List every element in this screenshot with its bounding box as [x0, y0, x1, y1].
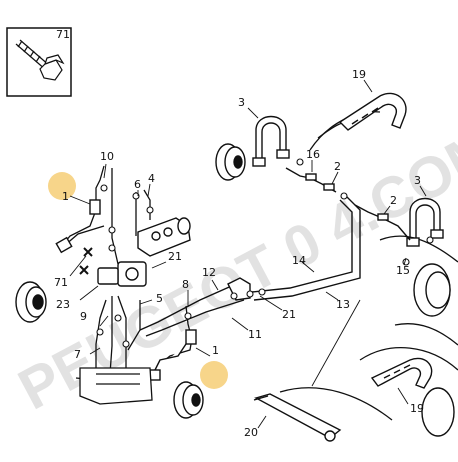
x-marks	[79, 247, 93, 275]
callout-14: 14	[292, 254, 306, 267]
tie-rod-20	[253, 393, 342, 442]
bolt-icon	[15, 39, 65, 81]
callout-23: 23	[56, 298, 70, 311]
pipe-13-14	[251, 195, 361, 301]
callout-5: 5	[156, 292, 163, 305]
callout-6: 6	[134, 178, 141, 191]
pipe-16-top	[285, 167, 337, 193]
callout-2-top: 2	[334, 160, 341, 173]
callout-71: 71	[54, 276, 68, 289]
leader-lines	[69, 79, 427, 429]
callout-1-right: 1	[212, 344, 219, 357]
brake-disc-right-lower	[421, 387, 455, 437]
brake-disc-top	[215, 143, 246, 181]
callouts: 1 1 2 2 3 3 4 5 6 7 8 9 10 11 12 13 14 1…	[54, 68, 424, 439]
valve-block	[97, 261, 147, 287]
pipe-clips	[96, 158, 434, 348]
callout-19-bottom: 19	[410, 402, 424, 415]
pipe-2-right	[354, 204, 411, 241]
brake-disc-left	[15, 281, 47, 323]
callout-13: 13	[336, 298, 350, 311]
brake-disc-right	[413, 263, 451, 317]
callout-3-top: 3	[238, 96, 245, 109]
callout-10: 10	[100, 150, 114, 163]
highlight-dot-right	[200, 361, 228, 389]
callout-9: 9	[80, 310, 87, 323]
hose-3-top	[252, 115, 290, 167]
callout-16: 16	[306, 148, 320, 161]
callout-15: 15	[396, 264, 410, 277]
rear-axle-block	[79, 367, 153, 405]
callout-8: 8	[182, 278, 189, 291]
callout-3-right: 3	[414, 174, 421, 187]
hose-1-left	[55, 199, 101, 254]
highlight-dot-left	[48, 172, 76, 200]
callout-4: 4	[148, 172, 155, 185]
brake-disc-bottom	[173, 381, 204, 419]
hose-19-bottom	[370, 357, 433, 389]
callout-20: 20	[244, 426, 258, 439]
callout-19-top: 19	[352, 68, 366, 81]
callout-2-right: 2	[390, 194, 397, 207]
callout-7: 7	[74, 348, 81, 361]
callout-11: 11	[248, 328, 262, 341]
master-cylinder	[137, 217, 191, 257]
callout-12: 12	[202, 266, 216, 279]
inset-bolt-box: 71	[6, 27, 72, 97]
callout-21-right: 21	[282, 308, 296, 321]
inset-label: 71	[56, 28, 70, 41]
hose-19-top	[338, 92, 407, 131]
callout-21-left: 21	[168, 250, 182, 263]
hose-3-right	[406, 197, 444, 247]
callout-1-left: 1	[62, 190, 69, 203]
